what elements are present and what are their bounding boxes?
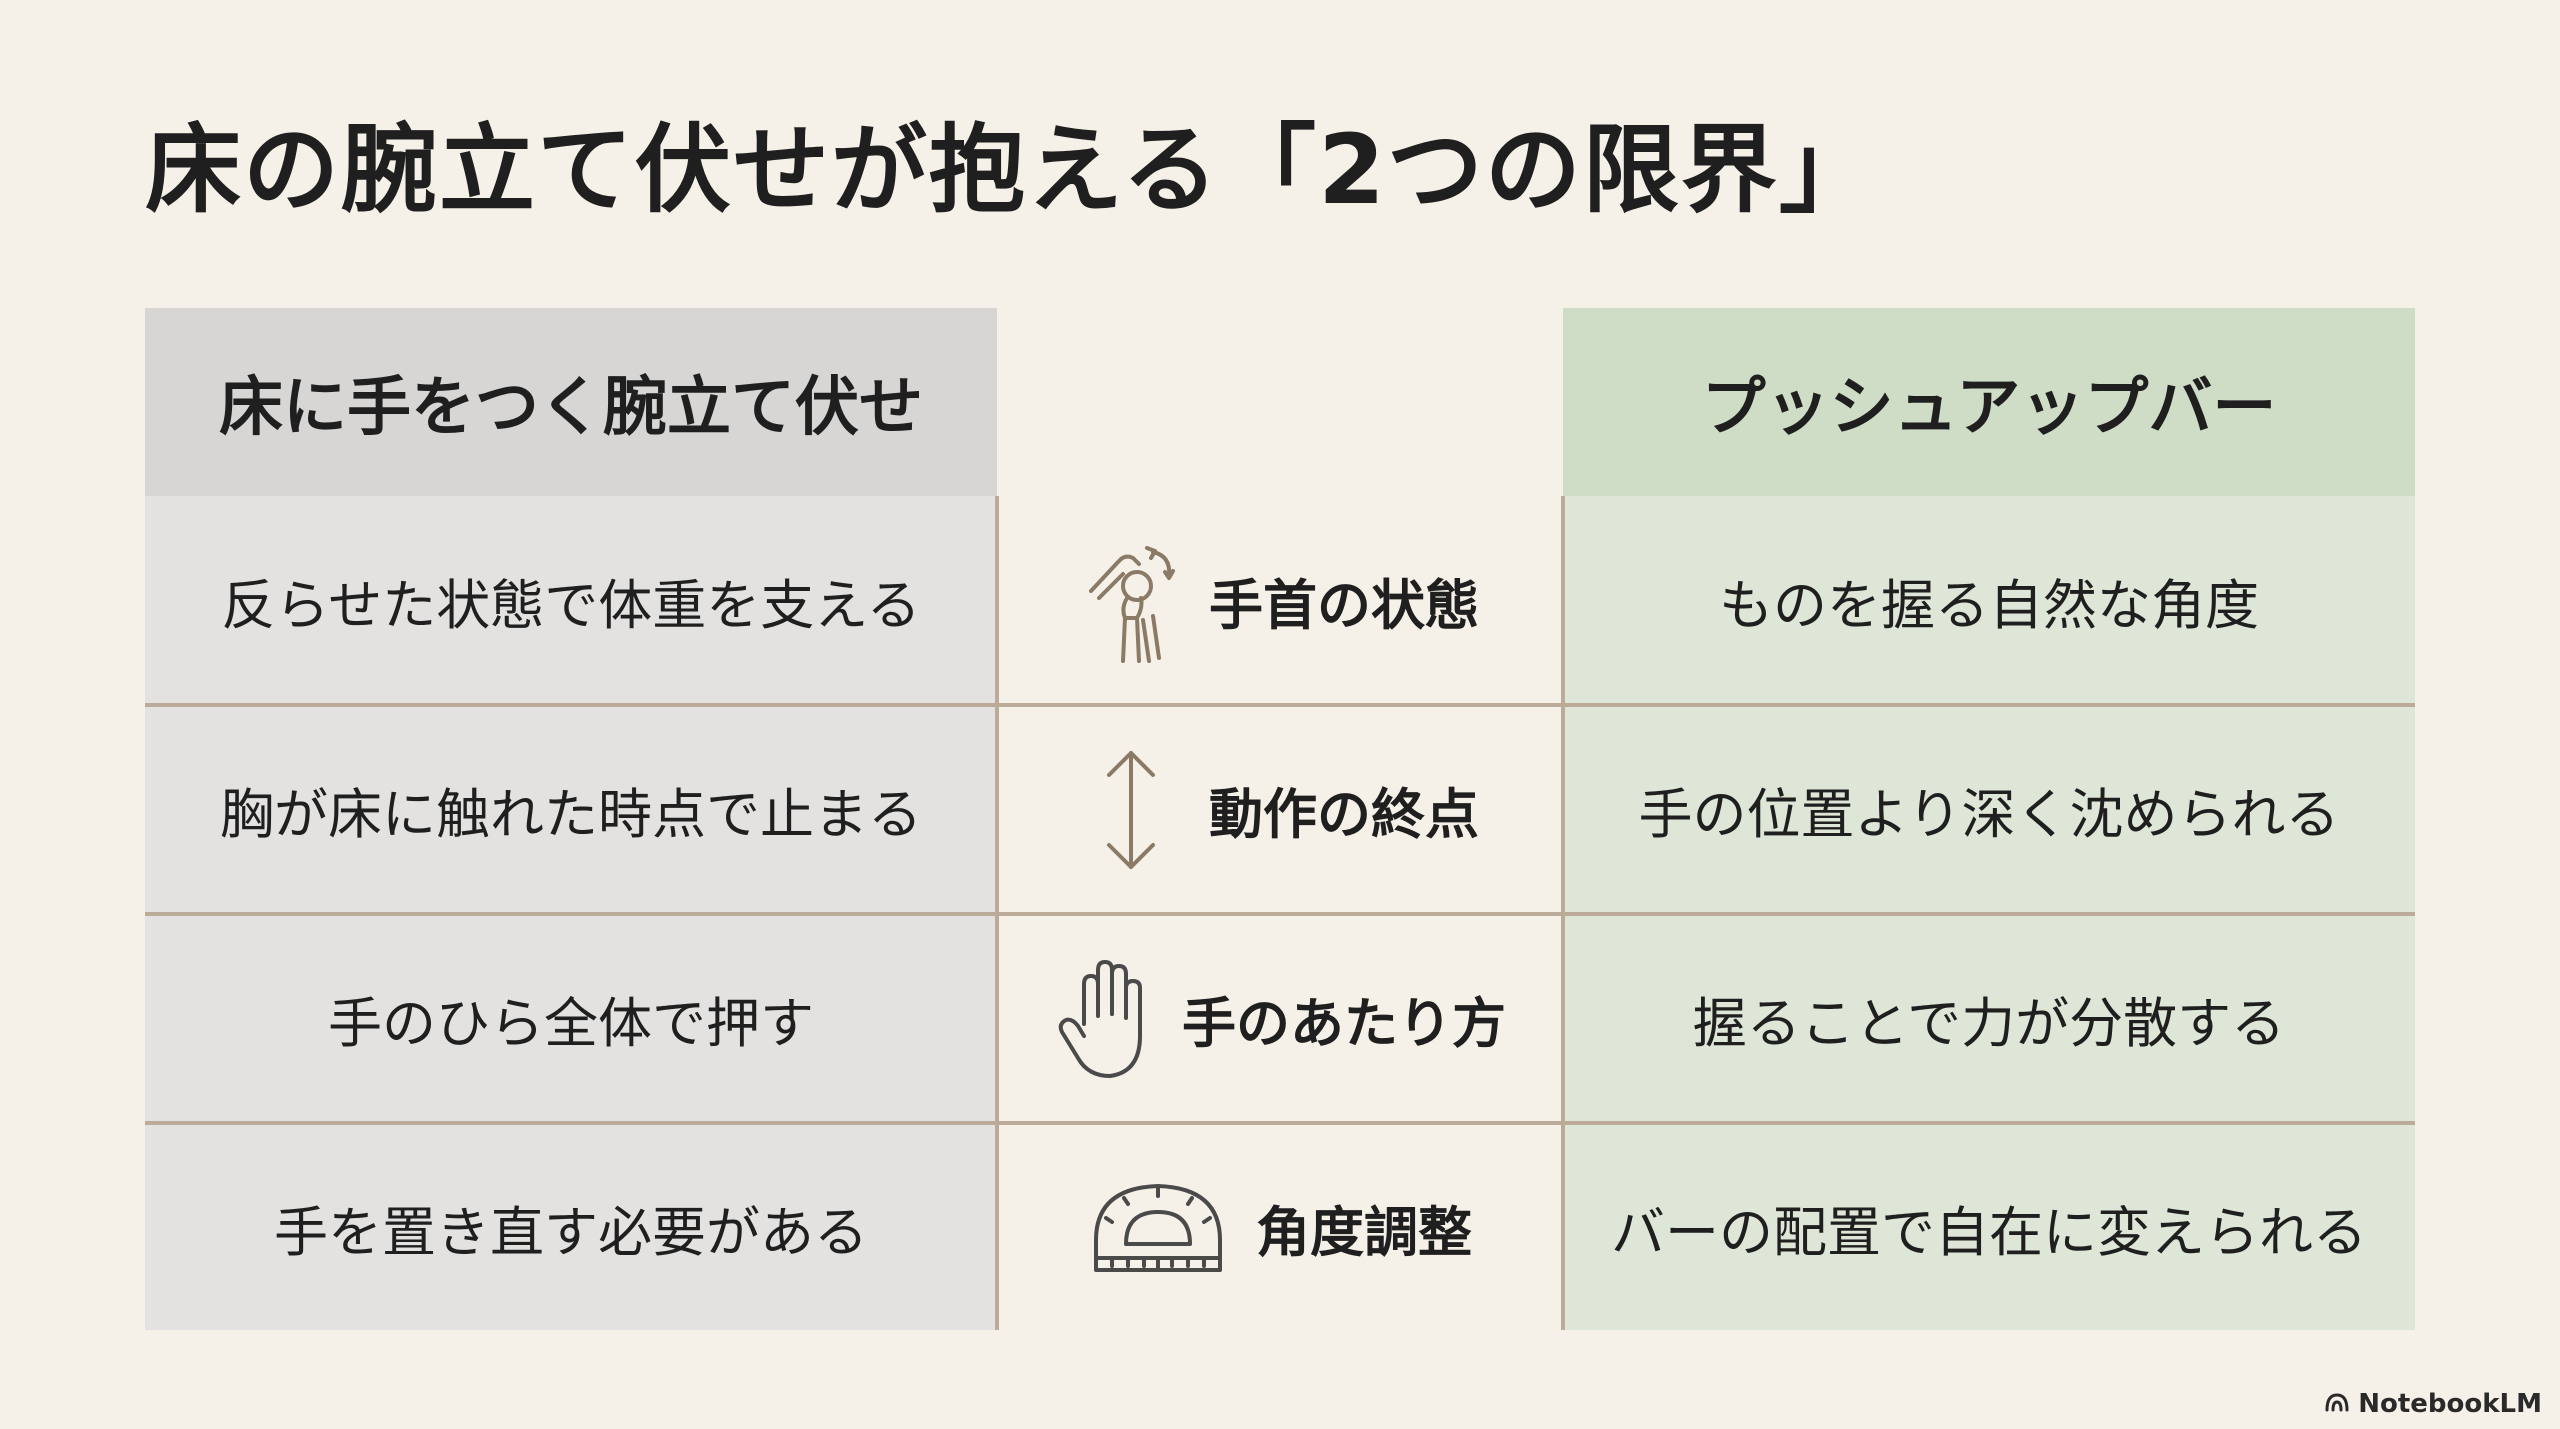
column-divider (995, 496, 999, 1330)
middle-cell: 動作の終点 (997, 705, 1563, 914)
left-cell: 手のひら全体で押す (328, 992, 814, 1055)
right-cell: 握ることで力が分散する (1692, 992, 2286, 1055)
middle-cell: 角度調整 (997, 1123, 1563, 1332)
column-divider (1561, 496, 1565, 1330)
left-column: 床に手をつく腕立て伏せ (145, 308, 997, 1330)
protractor-icon (1088, 1163, 1228, 1293)
table-row: 反らせた状態で体重を支える 手首の状態 (145, 496, 2415, 705)
page-title: 床の腕立て伏せが抱える「2つの限界」 (145, 114, 1877, 226)
row-divider (145, 1121, 2415, 1125)
row-label: 動作の終点 (1209, 783, 1479, 846)
right-cell: ものを握る自然な角度 (1719, 574, 2259, 637)
left-cell: 胸が床に触れた時点で止まる (220, 783, 922, 846)
row-divider (145, 703, 2415, 707)
hand-icon (1054, 954, 1154, 1084)
middle-cell: 手のあたり方 (997, 914, 1563, 1123)
row-label: 手のあたり方 (1182, 992, 1506, 1055)
right-cell: バーの配置で自在に変えられる (1611, 1201, 2367, 1264)
brand-logo: NotebookLM (2324, 1389, 2542, 1419)
notebooklm-icon (2324, 1389, 2350, 1419)
right-cell: 手の位置より深く沈められる (1638, 783, 2340, 846)
vertical-arrow-icon (1081, 745, 1181, 875)
row-label: 手首の状態 (1209, 574, 1479, 637)
table-row: 手を置き直す必要がある 角度調整 バーの配置で自在に変えられる (145, 1123, 2415, 1332)
table-row: 胸が床に触れた時点で止まる 動作の終点 手の位置より深く沈められる (145, 705, 2415, 914)
right-column: プッシュアップバー (1563, 308, 2415, 1330)
row-divider (145, 912, 2415, 916)
wrist-joint-icon (1081, 536, 1181, 666)
middle-cell: 手首の状態 (997, 496, 1563, 705)
row-label: 角度調整 (1256, 1201, 1472, 1264)
comparison-table: 床に手をつく腕立て伏せ プッシュアップバー 反らせた状態で体重を支える (145, 308, 2415, 1330)
left-column-header: 床に手をつく腕立て伏せ (145, 308, 997, 496)
brand-name: NotebookLM (2358, 1389, 2542, 1419)
right-column-header: プッシュアップバー (1563, 308, 2415, 496)
left-cell: 手を置き直す必要がある (274, 1201, 868, 1264)
table-row: 手のひら全体で押す 手のあたり方 握ることで力が分散する (145, 914, 2415, 1123)
left-cell: 反らせた状態で体重を支える (221, 574, 921, 637)
